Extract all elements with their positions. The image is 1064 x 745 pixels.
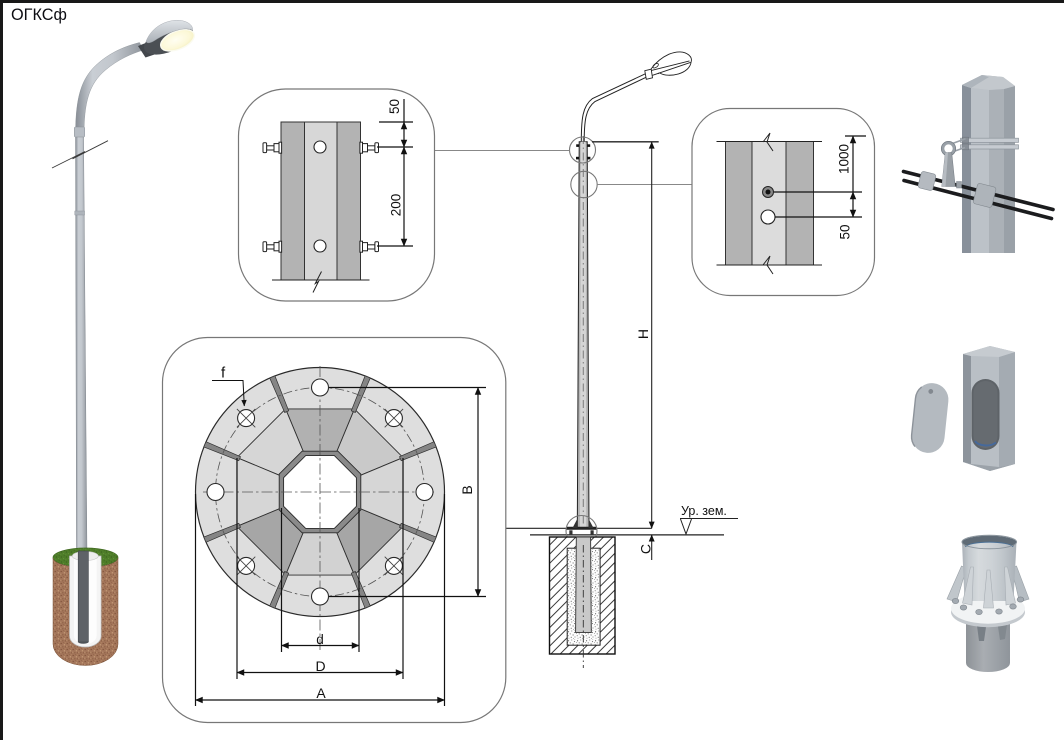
- svg-text:A: A: [316, 685, 326, 701]
- svg-text:H: H: [635, 329, 651, 339]
- svg-text:D: D: [315, 658, 325, 674]
- svg-text:1000: 1000: [837, 144, 852, 174]
- svg-text:50: 50: [387, 99, 402, 114]
- svg-text:C: C: [638, 544, 654, 554]
- svg-text:50: 50: [838, 224, 853, 239]
- svg-text:ОГКСф: ОГКСф: [11, 6, 67, 24]
- svg-text:Ур. зем.: Ур. зем.: [681, 504, 727, 518]
- svg-text:B: B: [459, 485, 475, 494]
- svg-text:200: 200: [389, 194, 404, 217]
- svg-text:d: d: [316, 632, 324, 647]
- svg-text:f: f: [221, 365, 226, 382]
